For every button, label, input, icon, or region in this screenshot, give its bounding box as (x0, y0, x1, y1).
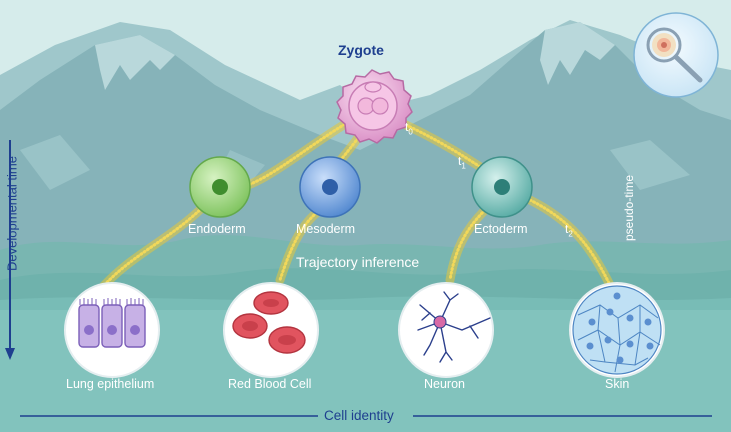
zygote-label: Zygote (338, 42, 384, 58)
mesoderm-label: Mesoderm (296, 222, 356, 236)
time-point-t0: t0 (405, 120, 413, 137)
skin-label: Skin (605, 377, 630, 391)
ectoderm-label: Ectoderm (474, 222, 528, 236)
trajectory-inference-label: Trajectory inference (296, 254, 420, 270)
endoderm-cell-icon (189, 156, 251, 218)
time-point-t1: t1 (458, 154, 466, 171)
neuron-label: Neuron (424, 377, 465, 391)
red-blood-cell-label: Red Blood Cell (228, 377, 312, 391)
y-axis-arrowhead (5, 348, 15, 360)
neuron-icon (398, 282, 494, 378)
pseudo-time-label: pseudo-time (622, 174, 636, 242)
skin-cells-icon (569, 282, 665, 378)
developmental-time-axis-label: Developmental time (4, 156, 20, 271)
lung-epithelium-label: Lung epithelium (66, 377, 155, 391)
ectoderm-cell-icon (471, 156, 533, 218)
red-blood-cell-icon (223, 282, 319, 378)
mesoderm-cell-icon (299, 156, 361, 218)
lung-epithelium-icon (64, 282, 160, 378)
time-point-t2: t2 (565, 222, 573, 239)
zygote-cell-icon (336, 69, 413, 144)
magnifier-cell-icon (633, 12, 719, 98)
endoderm-label: Endoderm (188, 222, 246, 236)
cell-identity-axis-label: Cell identity (324, 408, 394, 423)
